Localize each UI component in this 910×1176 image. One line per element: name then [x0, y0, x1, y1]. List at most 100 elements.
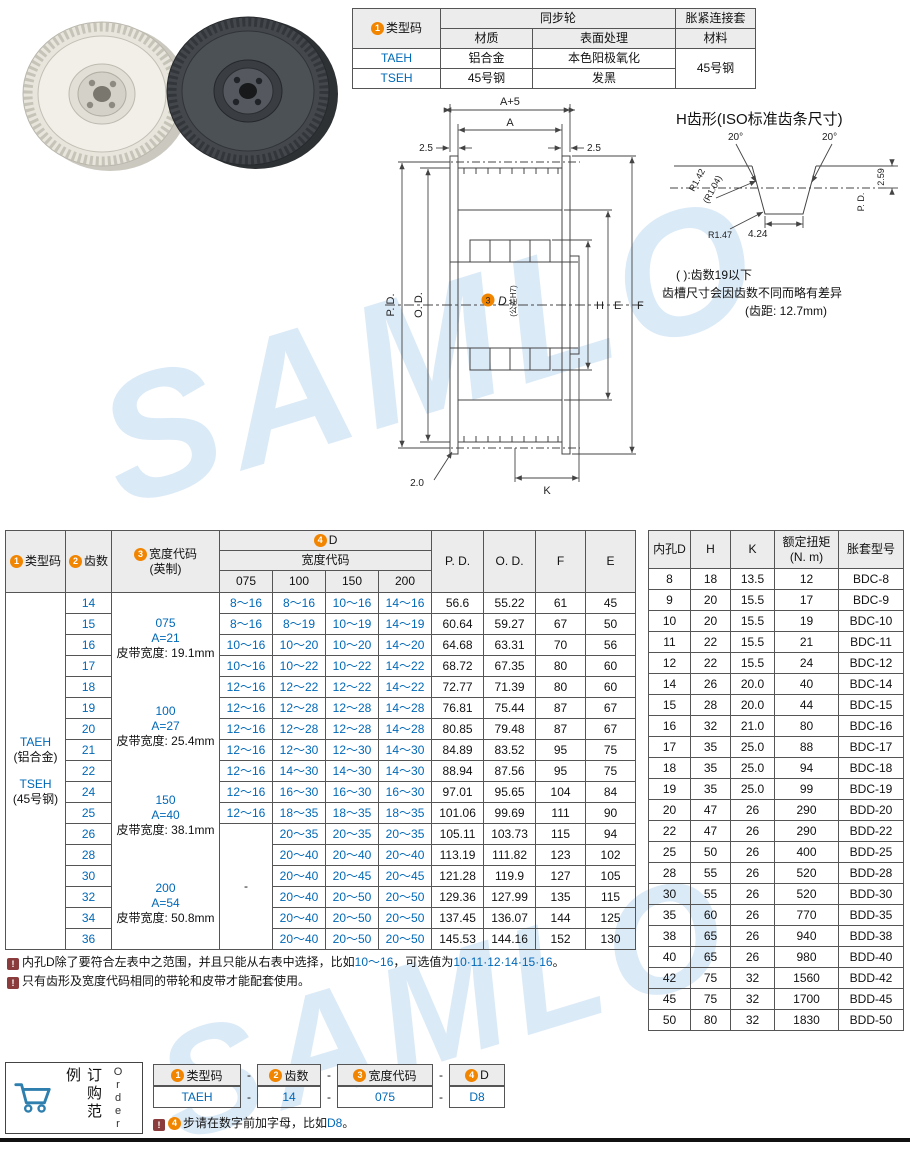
cell-od: 71.39 [483, 676, 537, 698]
bushing-cell-torque: 520 [774, 862, 839, 884]
spec-header-type-label: 类型码 [385, 21, 422, 35]
tooth-profile-notes: ( ):齿数19以下 齿槽尺寸会因齿数不同而略有差异 (齿距: 12.7mm) [662, 266, 910, 320]
bushing-cell-model: BDC-16 [838, 715, 904, 737]
bushing-cell-k: 21.0 [730, 715, 775, 737]
width-a-value: A=40 [151, 807, 180, 822]
cell-d100: 20～35 [272, 823, 326, 845]
bushing-cell-torque: 17 [774, 589, 839, 611]
bushing-cell-h: 35 [690, 736, 731, 758]
cell-e: 75 [585, 739, 637, 761]
bushing-header-torque-line2: (N. m) [789, 549, 824, 564]
bushing-cell-h: 75 [690, 988, 731, 1010]
width-code: 200 [155, 880, 176, 895]
dim-h-label: H [596, 300, 604, 312]
bushing-cell-bore: 19 [648, 778, 691, 800]
order-header-type-label: 类型码 [186, 1068, 223, 1083]
bushing-header-model: 胀套型号 [838, 530, 904, 569]
cell-d200: 14～20 [377, 634, 433, 656]
cell-teeth: 14 [65, 592, 112, 614]
bushing-cell-model: BDD-45 [838, 988, 904, 1010]
spec-surface: 发黑 [531, 68, 677, 89]
main-header-teeth-label: 齿数 [83, 554, 108, 568]
bushing-cell-model: BDD-35 [838, 904, 904, 926]
angle-left-label: 20° [728, 132, 743, 143]
cell-f: 80 [535, 655, 587, 677]
cell-d100: 10～20 [272, 634, 326, 656]
cell-teeth: 20 [65, 718, 112, 740]
bushing-cell-h: 22 [690, 652, 731, 674]
bushing-cell-h: 35 [690, 778, 731, 800]
cell-e: 90 [585, 802, 637, 824]
cell-e: 125 [585, 907, 637, 929]
width-code: 150 [155, 792, 176, 807]
cart-icon [14, 1083, 51, 1113]
order-value-teeth: 14 [257, 1086, 321, 1108]
cell-pd: 129.36 [431, 886, 485, 908]
main-header-e: E [585, 530, 637, 593]
bushing-cell-h: 75 [690, 967, 731, 989]
cell-teeth: 17 [65, 655, 112, 677]
cell-e: 105 [585, 865, 637, 887]
spec-header-sleeve: 胀紧连接套 [675, 8, 757, 29]
width-code: 075 [155, 616, 176, 631]
cell-e: 130 [585, 928, 637, 950]
cell-d150: 20～50 [325, 928, 379, 950]
bushing-cell-model: BDC-19 [838, 778, 904, 800]
order-example-box: 订购范例 Order [5, 1062, 143, 1134]
cell-od: 83.52 [483, 739, 537, 761]
circle-1-icon: 1 [370, 22, 384, 35]
cell-od: 55.22 [483, 592, 537, 614]
order-label-cn: 订购范例 [64, 1067, 102, 1121]
bushing-cell-model: BDD-20 [838, 799, 904, 821]
bushing-cell-model: BDD-50 [838, 1009, 904, 1031]
bushing-cell-model: BDC-17 [838, 736, 904, 758]
bore-tolerance-label: (公差H7) [508, 285, 518, 317]
warning-icon: ! [7, 958, 19, 970]
cell-d200: 20～35 [377, 823, 433, 845]
cell-e: 94 [585, 823, 637, 845]
bushing-cell-bore: 50 [648, 1009, 691, 1031]
cell-d075: 12～16 [219, 781, 273, 803]
bushing-cell-k: 32 [730, 967, 775, 989]
radius-1b-label: (R1.04) [701, 174, 724, 205]
product-photos [22, 16, 338, 171]
bushing-cell-bore: 45 [648, 988, 691, 1010]
bushing-cell-k: 20.0 [730, 694, 775, 716]
bushing-cell-k: 15.5 [730, 631, 775, 653]
cell-f: 95 [535, 760, 587, 782]
cell-d200: 20～50 [377, 928, 433, 950]
circle-2-icon: 2 [269, 1068, 283, 1082]
main-dcol-200: 200 [377, 570, 433, 593]
dim-20-label: 2.0 [410, 478, 424, 489]
main-header-f: F [535, 530, 587, 593]
bushing-header-torque-line1: 额定扭矩 [782, 534, 831, 549]
cell-teeth: 34 [65, 907, 112, 929]
cell-teeth: 26 [65, 823, 112, 845]
note-text: 。 [552, 955, 565, 969]
pulley-photo-steel [166, 16, 338, 169]
order-dash: - [327, 1090, 331, 1104]
cell-f: 67 [535, 613, 587, 635]
bushing-cell-model: BDD-28 [838, 862, 904, 884]
width-a-value: A=54 [151, 895, 180, 910]
bushing-cell-torque: 940 [774, 925, 839, 947]
cell-pd: 72.77 [431, 676, 485, 698]
cell-d200: 14～22 [377, 655, 433, 677]
type-code: TAEH [19, 735, 52, 749]
bushing-cell-k: 26 [730, 904, 775, 926]
cell-e: 45 [585, 592, 637, 614]
